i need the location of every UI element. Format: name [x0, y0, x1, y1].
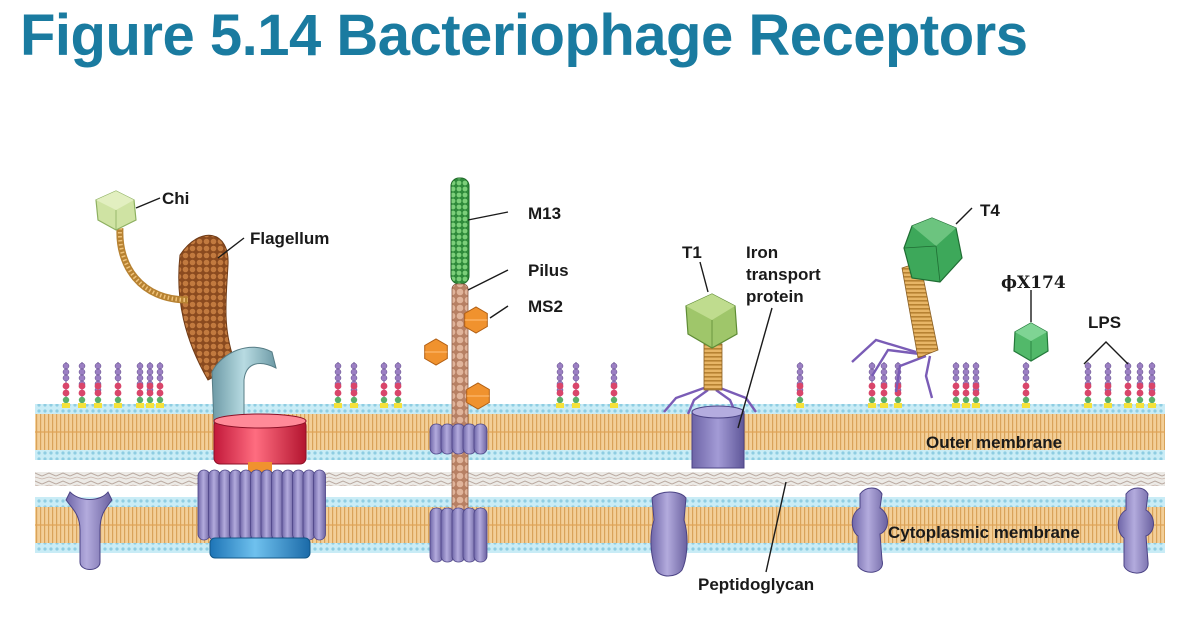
lps-chain	[952, 362, 960, 408]
flagellum-filament	[178, 234, 237, 381]
lps-chain	[62, 362, 70, 408]
label-iron-line3: protein	[746, 287, 804, 306]
label-outer-membrane: Outer membrane	[926, 433, 1062, 452]
ms2-phages	[424, 306, 490, 410]
label-iron-line2: transport	[746, 265, 821, 284]
label-t1: T1	[682, 243, 702, 262]
flagellum-structure	[178, 234, 326, 559]
lps-chain	[868, 362, 876, 408]
phix174-phage	[1013, 322, 1049, 362]
lps-chain	[334, 362, 342, 408]
flagellum-c-ring	[209, 537, 311, 559]
membrane-proteins	[65, 487, 1154, 577]
label-cytoplasmic-membrane: Cytoplasmic membrane	[888, 523, 1080, 542]
lps-chain	[94, 362, 102, 408]
flagellar-motor-ring	[197, 469, 326, 541]
flagellum-hook	[211, 346, 277, 426]
lps-chain	[156, 362, 164, 408]
pilus-base-proteins	[429, 423, 488, 563]
lps-chain	[350, 362, 358, 408]
lps-chain	[610, 362, 618, 408]
label-t4: T4	[980, 201, 1000, 220]
label-ms2: MS2	[528, 297, 563, 316]
lps-chain	[1104, 362, 1112, 408]
lps-chain	[572, 362, 580, 408]
lps-molecules	[62, 362, 1156, 408]
lps-chain	[1084, 362, 1092, 408]
lps-chain	[880, 362, 888, 408]
lps-chain	[972, 362, 980, 408]
lps-chain	[114, 362, 122, 408]
label-flagellum: Flagellum	[250, 229, 329, 248]
label-lps: LPS	[1088, 313, 1121, 332]
t1-phage	[663, 293, 757, 415]
label-m13: M13	[528, 204, 561, 223]
lps-chain	[1136, 362, 1144, 408]
label-iron-line1: Iron	[746, 243, 778, 262]
lps-chain	[380, 362, 388, 408]
t4-phage	[851, 217, 963, 399]
lps-chain	[78, 362, 86, 408]
ms2-capsid	[424, 338, 448, 366]
labels: Chi Flagellum M13 Pilus MS2 T1 Iron tran…	[135, 189, 1129, 594]
m13-phage	[450, 177, 470, 285]
pilus-structure	[424, 177, 490, 563]
ms2-capsid	[466, 382, 490, 410]
lps-chain	[962, 362, 970, 408]
label-phix174: ϕX174	[1001, 273, 1066, 293]
lps-chain	[556, 362, 564, 408]
lps-chain	[1022, 362, 1030, 408]
iron-transport-protein	[691, 405, 745, 469]
lps-chain	[796, 362, 804, 408]
chi-phage	[95, 190, 189, 304]
label-peptidoglycan: Peptidoglycan	[698, 575, 814, 594]
lps-chain	[136, 362, 144, 408]
lps-chain	[394, 362, 402, 408]
label-chi: Chi	[162, 189, 189, 208]
figure-title: Figure 5.14 Bacteriophage Receptors	[20, 3, 1028, 68]
label-pilus: Pilus	[528, 261, 569, 280]
lps-chain	[1148, 362, 1156, 408]
lps-chain	[146, 362, 154, 408]
lps-chain	[1124, 362, 1132, 408]
ms2-capsid	[464, 306, 488, 334]
